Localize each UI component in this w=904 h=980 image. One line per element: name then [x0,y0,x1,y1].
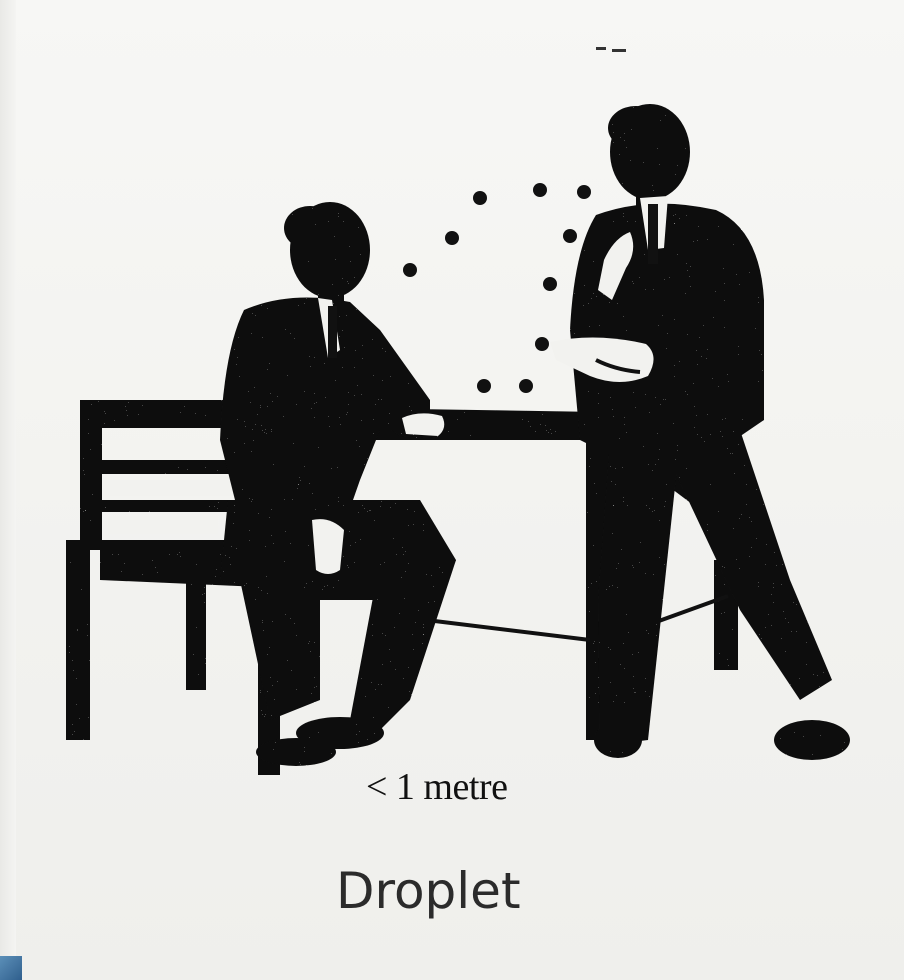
droplet [533,183,547,197]
standing-man-sleeve [595,358,641,374]
droplet [519,379,533,393]
seated-man [220,202,456,766]
droplet [563,229,577,243]
chair-highlights [108,476,240,534]
droplet [445,231,459,245]
table-rails [401,594,729,642]
standing-man-tie [648,204,658,264]
droplet [543,277,557,291]
droplet [577,185,591,199]
scan-marks [596,47,626,52]
droplets [403,183,591,393]
droplet [535,337,549,351]
droplet [403,263,417,277]
droplet [473,191,487,205]
distance-label: < 1 metre [366,766,508,808]
transmission-mode-label: Droplet [336,862,521,920]
standing-man [570,104,850,760]
page-edge [0,0,16,980]
droplet [477,379,491,393]
slide-corner-accent [0,956,22,980]
seated-man-tie [328,306,337,358]
